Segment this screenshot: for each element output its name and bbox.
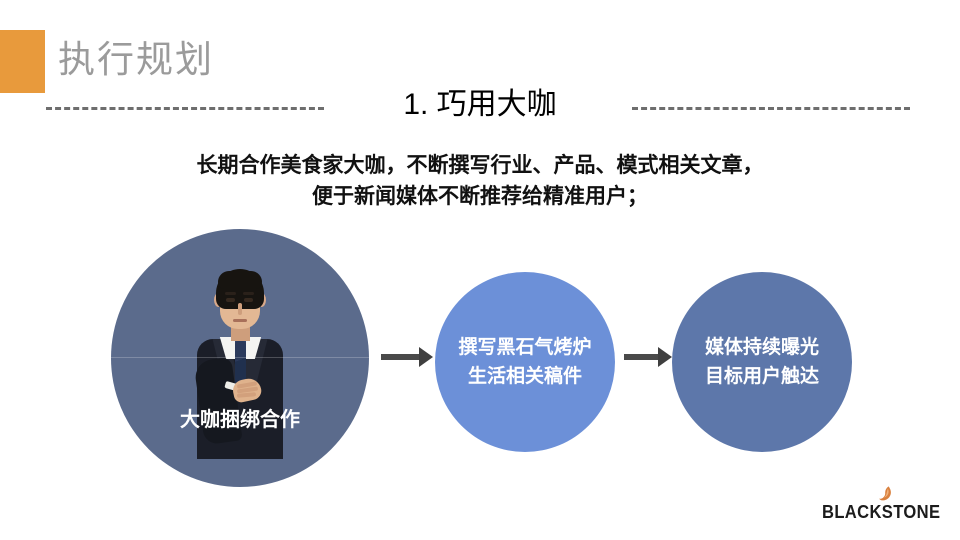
flow-node-3-label: 媒体持续曝光 目标用户触达 (672, 333, 852, 391)
photo-seam-line (111, 357, 369, 358)
flow-node-2-line-1: 撰写黑石气烤炉 (458, 337, 592, 358)
flow-node-2-line-2: 生活相关稿件 (467, 366, 582, 387)
body-line-1: 长期合作美食家大咖，不断撰写行业、产品、模式相关文章， (196, 154, 764, 177)
flow-arrow-2-icon (624, 347, 672, 367)
flow-node-3-line-1: 媒体持续曝光 (704, 337, 819, 358)
brand-logo: BLACKSTONE (822, 486, 944, 523)
flow-node-1[interactable]: 大咖捆绑合作 (111, 229, 369, 487)
body-line-2: 便于新闻媒体不断推荐给精准用户； (312, 185, 648, 208)
flow-node-1-label: 大咖捆绑合作 (180, 409, 300, 431)
flame-icon (879, 486, 891, 501)
flow-node-2-label: 撰写黑石气烤炉 生活相关稿件 (435, 333, 615, 391)
flow-node-2[interactable]: 撰写黑石气烤炉 生活相关稿件 (435, 272, 615, 452)
presenter-photo (175, 247, 305, 459)
page-title: 执行规划 (58, 39, 214, 80)
section-title: 1. 巧用大咖 (403, 88, 557, 121)
dashed-rule-right (632, 107, 910, 110)
header-accent-block (0, 30, 45, 93)
logo-wordmark: BLACKSTONE (822, 502, 941, 522)
dashed-rule-left (46, 107, 324, 110)
body-paragraph: 长期合作美食家大咖，不断撰写行业、产品、模式相关文章， 便于新闻媒体不断推荐给精… (110, 150, 850, 212)
flow-arrow-1-icon (381, 347, 433, 367)
flow-node-3-line-2: 目标用户触达 (704, 366, 819, 387)
flow-node-3[interactable]: 媒体持续曝光 目标用户触达 (672, 272, 852, 452)
